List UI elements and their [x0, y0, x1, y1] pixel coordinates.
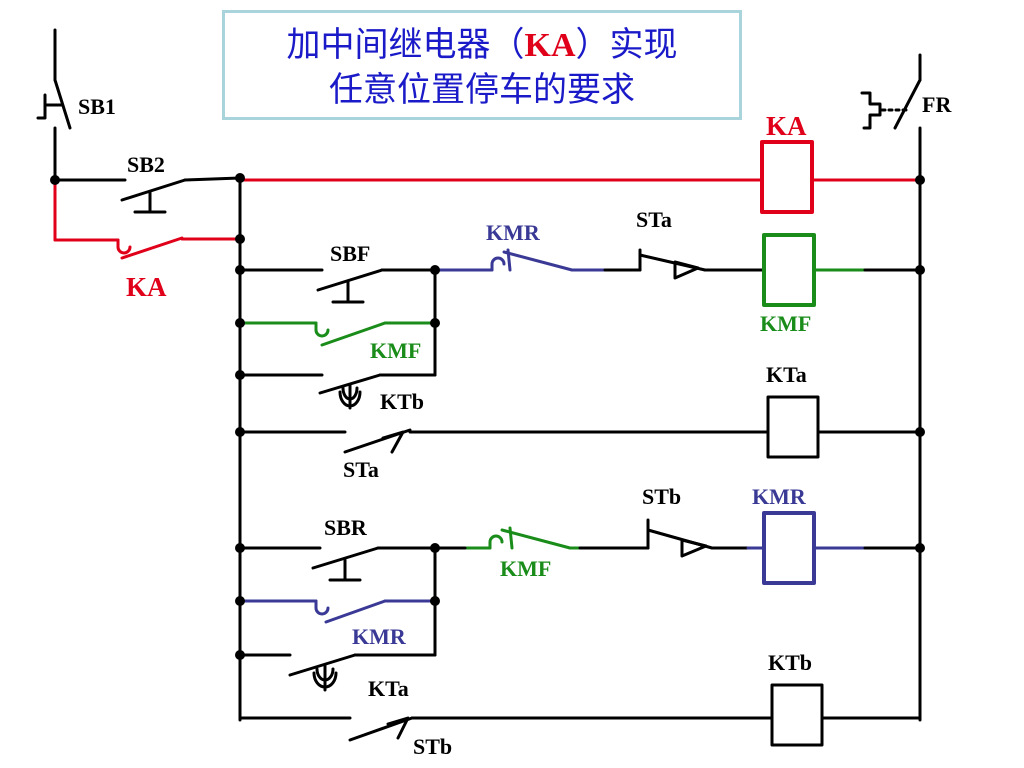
- sbr-rung: [238, 511, 922, 585]
- label-kmf-hold: KMF: [370, 338, 421, 363]
- label-kmr-hold: KMR: [352, 624, 407, 649]
- kmf-coil: [762, 233, 816, 307]
- label-stb-no: STb: [413, 734, 452, 759]
- title-ka: KA: [524, 27, 576, 64]
- label-sb2: SB2: [127, 152, 165, 177]
- label-kmf-nc: KMF: [500, 556, 551, 581]
- label-sbf: SBF: [330, 241, 370, 266]
- label-kta-coil: KTa: [766, 362, 807, 387]
- title-box: 加中间继电器（KA）实现 任意位置停车的要求: [222, 10, 742, 120]
- label-ktb-coil: KTb: [768, 650, 812, 675]
- label-fr: FR: [922, 92, 952, 117]
- title-line-1-end: ）实现: [575, 25, 678, 65]
- ka-coil-rung: [238, 140, 922, 214]
- kmf-holding-branch: [238, 321, 437, 347]
- kmr-holding-branch: [238, 599, 437, 624]
- title-line-1-start: 加中间继电器（: [286, 25, 525, 65]
- label-sbr: SBR: [324, 515, 368, 540]
- sb2-start-branch: [53, 176, 242, 214]
- kmr-coil: [762, 511, 816, 585]
- ktb-rung: [238, 683, 922, 747]
- ktb-timer-contact: [238, 373, 437, 410]
- sb1-stop-button: [36, 28, 72, 182]
- component-labels: SB1 FR SB2 KA KA KMR STa SBF KMF KMF KTb…: [78, 92, 952, 759]
- sbf-rung: [238, 233, 922, 307]
- label-ktb-contact: KTb: [380, 389, 424, 414]
- ka-holding-branch: [53, 178, 242, 260]
- kta-timer-contact: [238, 653, 437, 692]
- label-sta-nc: STa: [636, 207, 672, 232]
- fr-overload-contact: [860, 53, 922, 722]
- title-line-1: 加中间继电器（KA）实现: [225, 23, 739, 68]
- ka-coil: [760, 140, 814, 214]
- label-sb1: SB1: [78, 94, 116, 119]
- label-ka-contact: KA: [126, 272, 167, 302]
- ktb-coil: [770, 683, 824, 747]
- label-kmf-coil: KMF: [760, 311, 811, 336]
- kta-rung: [238, 395, 922, 459]
- label-stb-nc: STb: [642, 484, 681, 509]
- label-sta-no: STa: [343, 457, 379, 482]
- title-line-2: 任意位置停车的要求: [329, 70, 635, 110]
- junction-dots: [50, 173, 925, 660]
- label-kmr-coil: KMR: [752, 484, 807, 509]
- label-ka-coil: KA: [766, 111, 807, 141]
- kta-coil: [766, 395, 820, 459]
- label-kta-contact: KTa: [368, 676, 409, 701]
- label-kmr-nc-top: KMR: [486, 220, 541, 245]
